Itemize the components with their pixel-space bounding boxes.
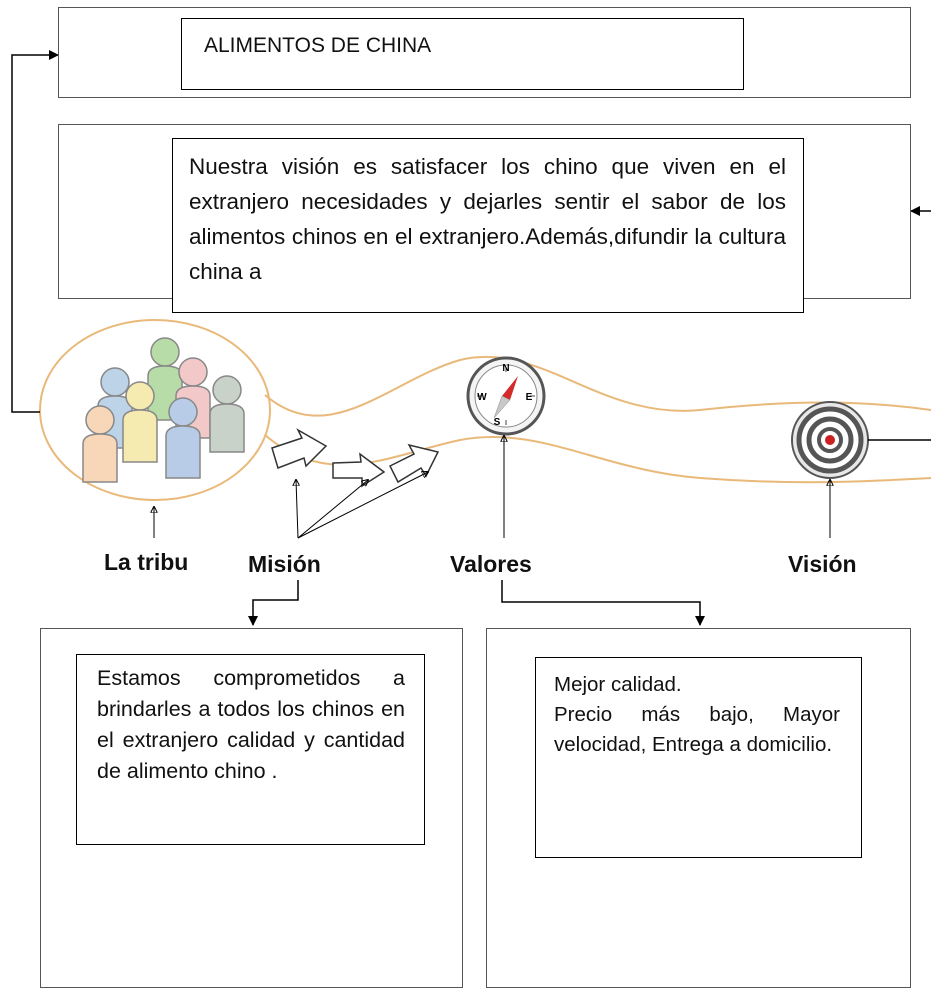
pointer-mision-1 xyxy=(296,480,298,539)
vision-box: Nuestra visión es satisfacer los chino q… xyxy=(172,138,804,313)
compass-n: N xyxy=(502,363,509,374)
block-arrows xyxy=(271,428,440,488)
person-icon xyxy=(82,405,118,483)
compass-w: W xyxy=(477,392,487,403)
pointer-mision-2 xyxy=(297,480,368,539)
block-arrow-1 xyxy=(271,428,328,469)
people-icon xyxy=(82,337,245,483)
title-text: ALIMENTOS DE CHINA xyxy=(204,34,432,57)
compass-icon: N S E W xyxy=(466,356,546,436)
valores-box: Mejor calidad. Precio más bajo, Mayor ve… xyxy=(535,657,862,858)
title-box: ALIMENTOS DE CHINA xyxy=(181,18,744,90)
label-vision: Visión xyxy=(788,551,857,577)
label-mision: Misión xyxy=(248,551,321,577)
person-icon xyxy=(122,381,158,463)
block-arrow-3 xyxy=(388,443,440,484)
tribe-ellipse xyxy=(39,319,271,501)
mision-text: Estamos comprometidos a brindarles a tod… xyxy=(97,666,405,783)
person-icon xyxy=(209,375,245,453)
compass-needle xyxy=(502,376,518,400)
valores-text: Mejor calidad. Precio más bajo, Mayor ve… xyxy=(554,673,840,756)
vision-text: Nuestra visión es satisfacer los chino q… xyxy=(189,154,786,284)
compass-s: S xyxy=(494,417,501,428)
block-arrow-2 xyxy=(332,452,386,488)
pointer-mision-3 xyxy=(297,472,428,539)
connector-valores-to-box xyxy=(501,580,705,626)
compass-e: E xyxy=(526,392,533,403)
mision-box: Estamos comprometidos a brindarles a tod… xyxy=(76,654,425,845)
label-la-tribu: La tribu xyxy=(104,549,189,575)
target-icon xyxy=(791,401,869,479)
label-valores: Valores xyxy=(450,551,532,577)
connector-mision-to-box xyxy=(248,580,299,626)
connector-tribe-to-title xyxy=(11,50,59,413)
person-icon xyxy=(165,397,201,479)
